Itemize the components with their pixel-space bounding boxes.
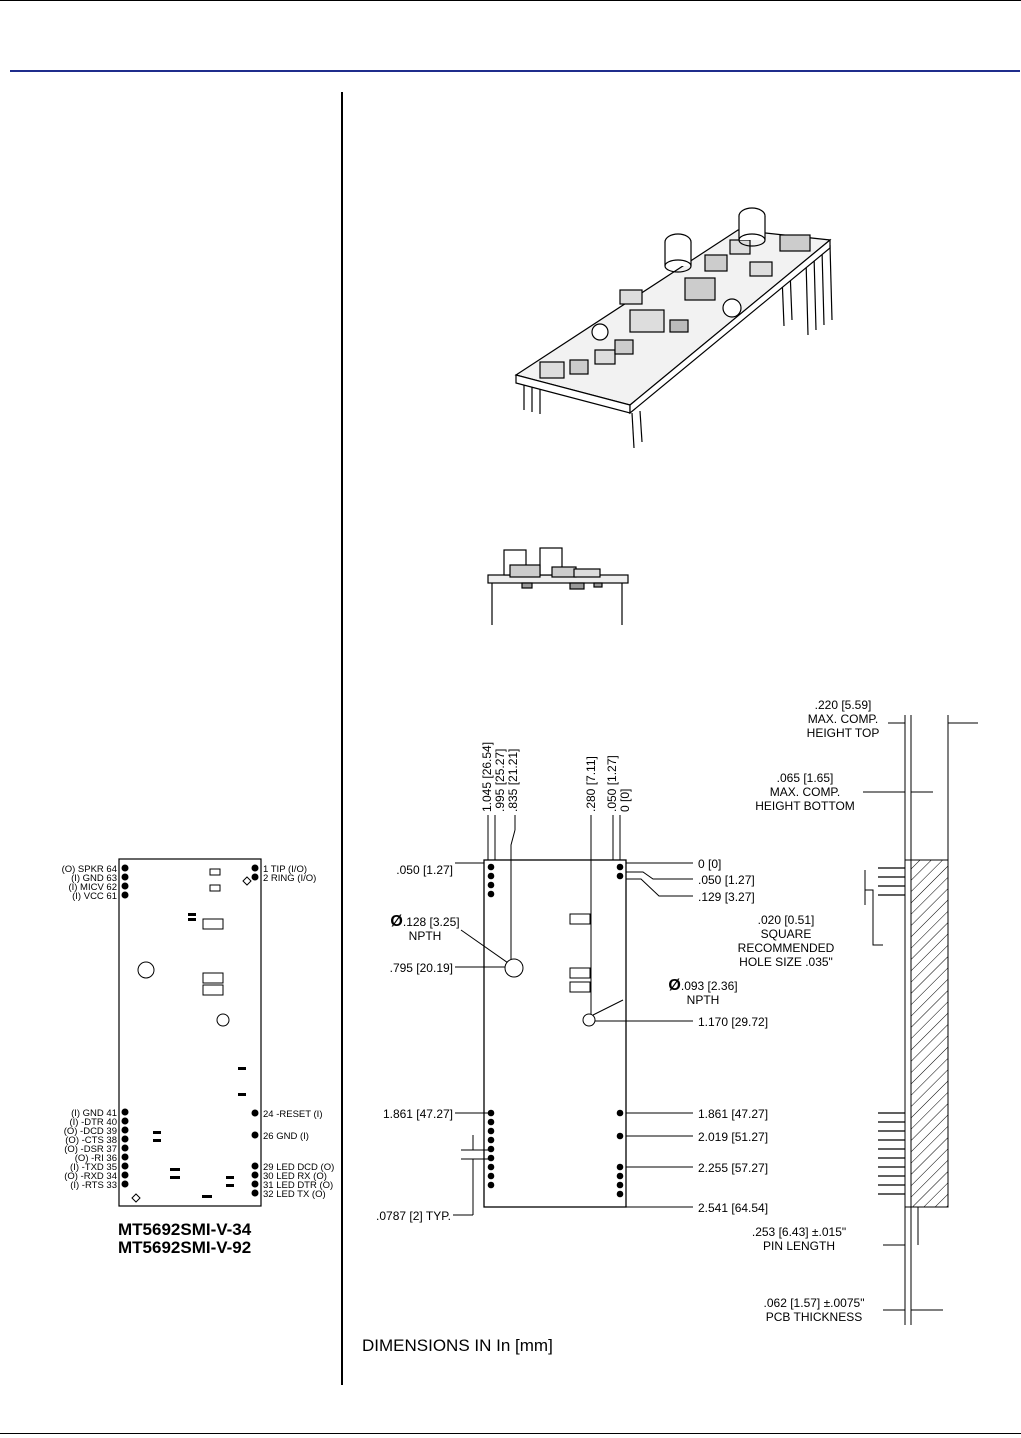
side-note: .062 [1.57] ±.0075" <box>764 1296 865 1310</box>
pin-label-right: 32 LED TX (O) <box>263 1189 326 1200</box>
module-side-view <box>487 547 629 625</box>
pin-label-left: (O) -DCD 39 <box>64 1126 117 1137</box>
side-note: SQUARE <box>761 927 812 941</box>
pin-label-right: 26 GND (I) <box>263 1131 309 1142</box>
pin-label-left: (I) GND 63 <box>71 873 117 884</box>
dim-label: .835 [21.21] <box>506 749 520 812</box>
pin-label-right: 24 -RESET (I) <box>263 1109 322 1120</box>
dim-label: 1.045 [26.54] <box>480 742 494 812</box>
pin-label-left: (O) -DSR 37 <box>64 1144 117 1155</box>
dim-label: .129 [3.27] <box>698 890 755 904</box>
pin-label-left: (I) -TXD 35 <box>70 1162 117 1173</box>
units-note: DIMENSIONS IN In [mm] <box>362 1336 553 1355</box>
dim-label: 2.019 [51.27] <box>698 1130 768 1144</box>
side-note: .253 [6.43] ±.015" <box>752 1225 846 1239</box>
hole-type: NPTH <box>409 929 442 943</box>
pin-label-left: (O) -RXD 34 <box>64 1171 117 1182</box>
side-note: PIN LENGTH <box>763 1239 835 1253</box>
pin-label-left: (I) VCC 61 <box>72 891 117 902</box>
pinout-diagram: (O) SPKR 64 (I) GND 63 (I) MICV 62 (I) V… <box>62 858 334 1207</box>
pin-label-left: (I) MICV 62 <box>68 882 117 893</box>
pin-label-left: (I) GND 41 <box>71 1108 117 1119</box>
pin-label-right: 2 RING (I/O) <box>263 873 316 884</box>
pin-label-right: 29 LED DCD (O) <box>263 1162 334 1173</box>
side-note: RECOMMENDED <box>738 941 835 955</box>
dim-label: .050 [1.27] <box>605 755 619 812</box>
dim-label: 0 [0] <box>698 857 721 871</box>
header-top-rule <box>0 0 1021 1</box>
side-note: HEIGHT BOTTOM <box>755 799 855 813</box>
pin-label-right: 31 LED DTR (O) <box>263 1180 333 1191</box>
side-note: HEIGHT TOP <box>807 726 880 740</box>
module-isometric-render <box>514 207 833 449</box>
pin-label-left: (O) SPKR 64 <box>62 864 117 875</box>
side-note: .065 [1.65] <box>777 771 834 785</box>
hole-diameter: .128 [3.25] <box>403 915 460 929</box>
model-name: MT5692SMI-V-92 <box>118 1238 252 1257</box>
dim-label: 1.861 [47.27] <box>383 1107 453 1121</box>
pin-label-right: 1 TIP (I/O) <box>263 864 307 875</box>
pin-label-left: (O) -RI 36 <box>75 1153 117 1164</box>
dim-label: 0 [0] <box>618 789 632 812</box>
diameter-symbol: Ø <box>668 977 680 994</box>
dim-label: 2.255 [57.27] <box>698 1161 768 1175</box>
side-note: MAX. COMP. <box>770 785 840 799</box>
diameter-symbol: Ø <box>390 913 402 930</box>
side-note: .220 [5.59] <box>815 698 872 712</box>
pin-label-right: 30 LED RX (O) <box>263 1171 327 1182</box>
dim-label: .050 [1.27] <box>396 863 453 877</box>
column-divider <box>341 92 343 1385</box>
dim-label: .795 [20.19] <box>390 961 453 975</box>
side-note: HOLE SIZE .035" <box>739 955 833 969</box>
side-note: PCB THICKNESS <box>766 1310 862 1324</box>
pin-label-left: (I) -DTR 40 <box>70 1117 118 1128</box>
hole-diameter: .093 [2.36] <box>681 979 738 993</box>
model-name: MT5692SMI-V-34 <box>118 1220 252 1239</box>
pin-label-left: (O) -CTS 38 <box>65 1135 117 1146</box>
dim-label: .995 [25.27] <box>493 749 507 812</box>
dim-label: .050 [1.27] <box>698 873 755 887</box>
pin-label-left: (I) -RTS 33 <box>70 1180 117 1191</box>
footer-rule <box>0 1433 1021 1434</box>
dim-label: .0787 [2] TYP. <box>376 1209 451 1223</box>
dimension-drawing: 1.045 [26.54] .995 [25.27] .835 [21.21] … <box>376 698 978 1325</box>
dim-label: 1.861 [47.27] <box>698 1107 768 1121</box>
header-blue-rule <box>10 70 1020 72</box>
hole-type: NPTH <box>687 993 720 1007</box>
dim-label: 2.541 [64.54] <box>698 1201 768 1215</box>
svg-text:Ø.128 [3.25]: Ø.128 [3.25] <box>390 913 459 930</box>
svg-text:Ø.093 [2.36]: Ø.093 [2.36] <box>668 977 737 994</box>
dim-label: 1.170 [29.72] <box>698 1015 768 1029</box>
dim-label: .280 [7.11] <box>584 756 598 812</box>
side-note: MAX. COMP. <box>808 712 878 726</box>
side-note: .020 [0.51] <box>758 913 815 927</box>
